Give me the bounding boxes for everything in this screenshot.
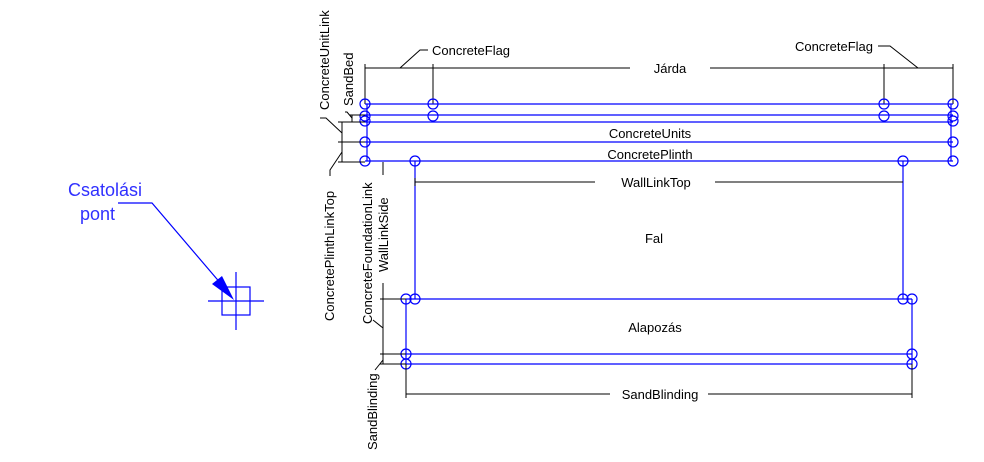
concrete-units-label: ConcreteUnits <box>609 126 692 141</box>
sand-blinding-side-label: SandBlinding <box>365 373 380 450</box>
sand-bed-label: SandBed <box>341 53 356 107</box>
wall: WallLinkTop Fal <box>406 155 912 300</box>
fal-label: Fal <box>645 231 663 246</box>
alapozas-label: Alapozás <box>628 320 682 335</box>
attach-label-line1: Csatolási <box>68 180 142 200</box>
concrete-flag-right-label: ConcreteFlag <box>795 39 873 54</box>
wall-link-side-label: WallLinkSide <box>376 197 391 272</box>
concrete-foundation-link-label: ConcreteFoundationLink <box>360 182 375 324</box>
jarda-label: Járda <box>654 61 687 76</box>
concrete-plinth-label: ConcretePlinth <box>607 147 692 162</box>
attach-label-line2: pont <box>80 204 115 224</box>
attach-point: Csatolási pont <box>68 180 264 330</box>
pavement-layers: ConcreteUnits ConcretePlinth <box>359 98 959 167</box>
wall-link-top-label: WallLinkTop <box>621 175 691 190</box>
attach-leader <box>118 202 229 293</box>
arrow-icon <box>212 276 234 300</box>
foundation: Alapozás SandBlinding <box>400 293 918 402</box>
concrete-unit-link-label: ConcreteUnitLink <box>317 10 332 110</box>
concrete-flag-left-label: ConcreteFlag <box>432 43 510 58</box>
side-dimensions: ConcreteUnitLink SandBed ConcretePlinthL… <box>317 10 406 450</box>
jarda-dimension: Járda ConcreteFlag ConcreteFlag <box>364 39 954 104</box>
concrete-plinth-link-top-label: ConcretePlinthLinkTop <box>322 191 337 321</box>
sand-blinding-dim-label: SandBlinding <box>622 387 699 402</box>
